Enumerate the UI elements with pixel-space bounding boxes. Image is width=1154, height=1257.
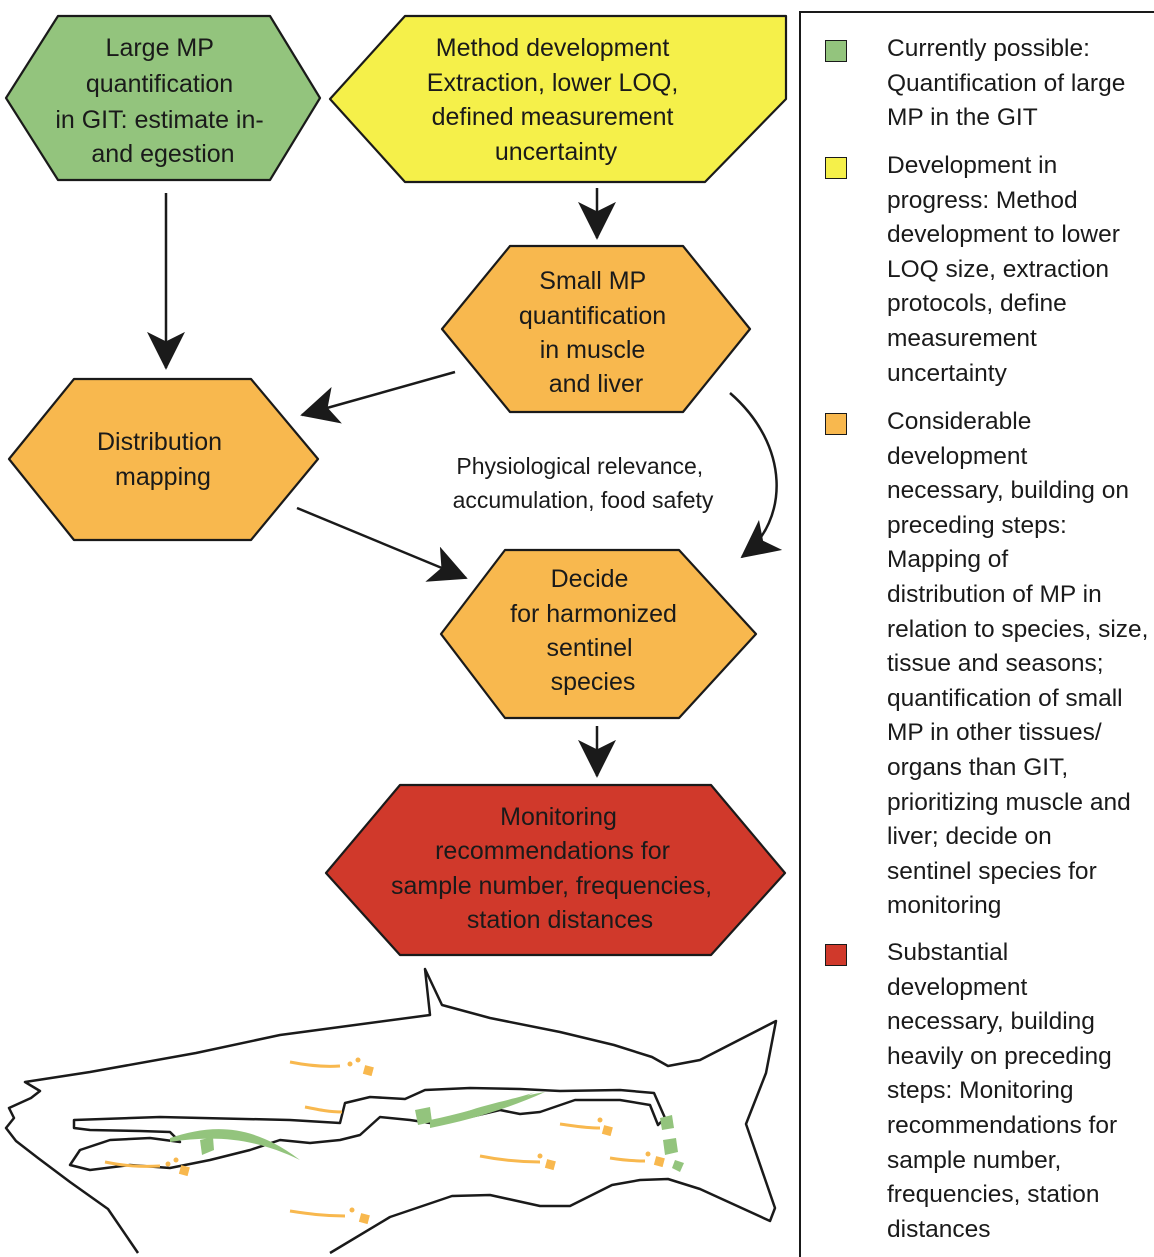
svg-text:Monitoring recommendatio: Monitoring recommendations for sample nu… <box>391 803 719 934</box>
fish-orange-particle <box>362 1065 374 1077</box>
node-monitoring-line-3: sample number, frequencies, <box>391 872 712 900</box>
fish-orange-dot <box>597 1117 603 1123</box>
fish-orange-dot <box>347 1061 353 1067</box>
node-monitoring-line-4: station distances <box>467 906 653 934</box>
node-decide-line-4: species <box>551 668 636 696</box>
node-large-mp-line-2: quantification <box>86 70 233 98</box>
svg-text:Small MP quantification: Small MP quantification in muscle and li… <box>519 267 673 398</box>
node-small-line-3: in muscle <box>540 336 646 364</box>
node-monitoring-line-2: recommendations for <box>435 837 670 865</box>
arrow-small-to-distribution <box>300 370 456 424</box>
fish-gut-green-1 <box>170 1129 300 1160</box>
fish-orange-particle <box>358 1213 370 1225</box>
node-large-mp-line-1: Large MP <box>106 34 214 62</box>
edge-label-physiological: Physiological relevance, accumulation, f… <box>453 453 714 513</box>
arrow-distribution-to-decide <box>296 506 468 582</box>
node-small-line-2: quantification <box>519 302 666 330</box>
fish-muscle-streak-7 <box>289 1209 346 1218</box>
node-distribution-line-1: Distribution <box>97 428 222 456</box>
fish-orange-particle <box>653 1156 665 1168</box>
fish-orange-particle <box>178 1165 190 1177</box>
node-large-mp-line-3: in GIT: estimate in- <box>55 106 263 134</box>
node-small-line-4: and liver <box>549 370 644 398</box>
node-small-line-1: Small MP <box>539 267 646 295</box>
node-large-mp-line-4: and egestion <box>91 140 234 168</box>
node-monitoring-recommendations: Monitoring recommendations for sample nu… <box>324 783 787 957</box>
fish-orange-dot <box>165 1161 171 1167</box>
legend-text-orange: Considerable development necessary, buil… <box>887 408 1149 920</box>
fish-orange-dot <box>349 1207 355 1213</box>
node-decide-line-2: for harmonized <box>510 600 677 628</box>
edge-label-line-2: accumulation, food safety <box>453 487 714 513</box>
legend-swatch-yellow <box>825 157 847 179</box>
fish-orange-dot <box>173 1157 179 1163</box>
fish-orange-particle <box>601 1125 613 1137</box>
fish-green-particle-5 <box>672 1160 684 1172</box>
fish-orange-particle <box>544 1159 556 1171</box>
legend-text-red: Substantial development necessary, build… <box>887 939 1118 1243</box>
fish-green-particle-3 <box>660 1115 674 1130</box>
node-distribution-mapping: Distribution mapping <box>7 377 320 542</box>
fish-muscle-streak-2 <box>304 1105 343 1114</box>
fish-green-particle-4 <box>663 1138 678 1155</box>
node-small-mp: Small MP quantification in muscle and li… <box>440 244 752 414</box>
node-method-line-4: uncertainty <box>495 138 618 166</box>
svg-text:Large MP quantification: Large MP quantification in GIT: estimate… <box>55 34 270 168</box>
fish-illustration <box>4 967 778 1255</box>
node-method-line-2: Extraction, lower LOQ, <box>427 69 678 97</box>
fish-green-particle-2 <box>415 1107 432 1125</box>
legend-swatch-orange <box>825 413 847 435</box>
node-method-line-3: defined measurement <box>432 103 674 131</box>
fish-orange-dot <box>645 1151 651 1157</box>
edge-label-line-1: Physiological relevance, <box>456 453 703 479</box>
legend-swatch-red <box>825 944 847 966</box>
fish-orange-dot <box>355 1057 361 1063</box>
node-decide-line-1: Decide <box>551 565 629 593</box>
fish-gut-green-3 <box>465 1092 535 1116</box>
node-monitoring-line-1: Monitoring <box>500 803 617 831</box>
fish-muscle-streak-4 <box>479 1154 541 1164</box>
arrow-small-to-decide-curved <box>729 392 783 559</box>
flow-diagram: Large MP quantification in GIT: estimate… <box>4 14 788 1255</box>
fish-muscle-streak-3 <box>104 1160 161 1168</box>
fish-orange-dot <box>537 1153 543 1159</box>
svg-text:Decide for harmonized: Decide for harmonized sentinel species <box>510 565 684 696</box>
node-decide-line-3: sentinel <box>546 634 632 662</box>
svg-text:Method development Extra: Method development Extraction, lower LOQ… <box>427 34 685 166</box>
fish-muscle-streak-5 <box>559 1122 601 1130</box>
legend-swatch-green <box>825 40 847 62</box>
fish-muscle-streak-1 <box>289 1060 341 1068</box>
node-method-development: Method development Extraction, lower LOQ… <box>328 14 788 184</box>
node-method-line-1: Method development <box>436 34 670 62</box>
svg-text:Distribution mapping: Distribution mapping <box>97 428 229 491</box>
legend-text-yellow: Development in progress: Method developm… <box>887 152 1120 387</box>
node-decide-sentinel: Decide for harmonized sentinel species <box>439 548 758 720</box>
node-large-mp: Large MP quantification in GIT: estimate… <box>4 14 322 182</box>
fish-muscle-streak-6 <box>609 1156 646 1163</box>
node-distribution-line-2: mapping <box>115 463 211 491</box>
legend-text-green: Currently possible: Quantification of la… <box>887 35 1126 132</box>
fish-green-particle-1 <box>200 1137 214 1155</box>
legend-panel: Currently possible: Quantification of la… <box>799 11 1154 1257</box>
